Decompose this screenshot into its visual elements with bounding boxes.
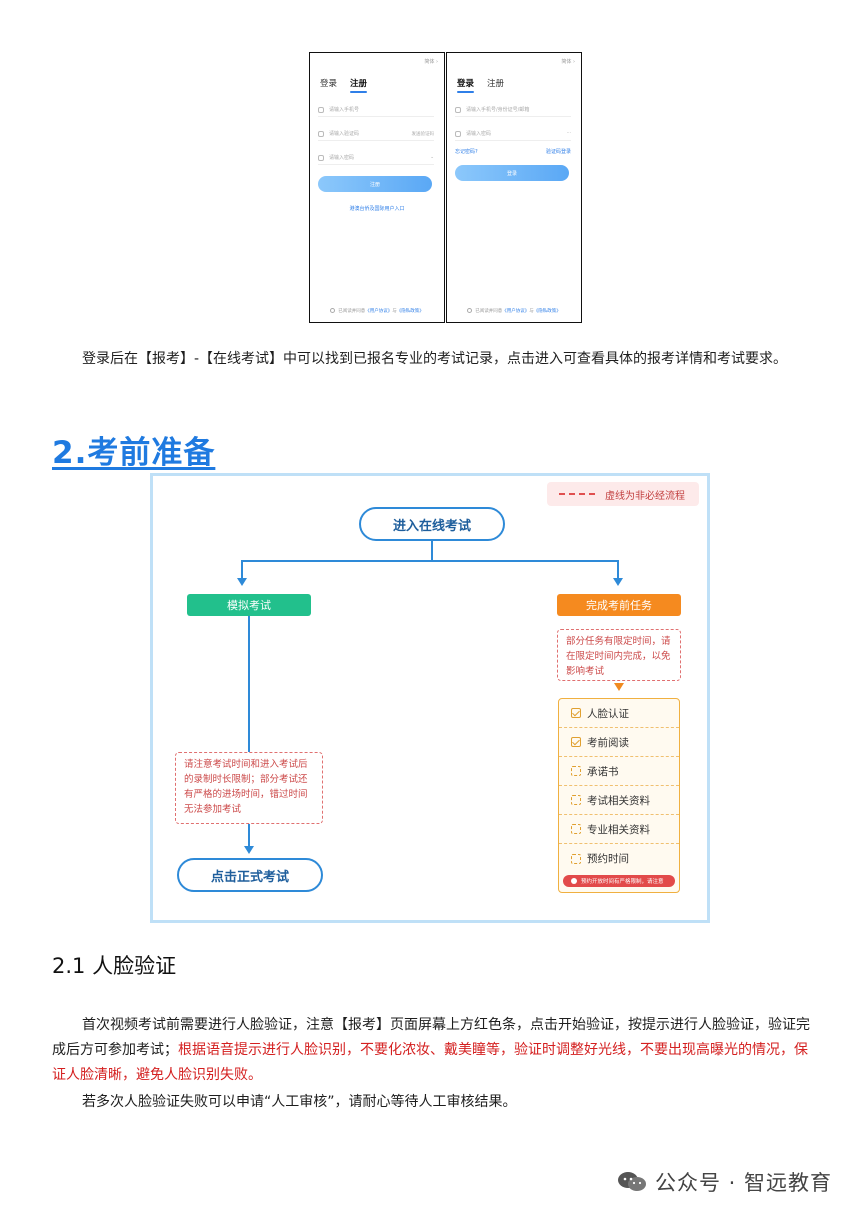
- warning-text: 预约开放时间有严格限制，请注意: [581, 879, 664, 885]
- task-label: 考前阅读: [587, 736, 629, 749]
- phone-icon: [318, 106, 324, 113]
- forgot-password-link[interactable]: 忘记密码?: [455, 149, 478, 155]
- password-placeholder: 请输入密码: [466, 131, 492, 137]
- checkbox-checked-icon: [571, 737, 581, 747]
- tab-register[interactable]: 注册: [350, 79, 368, 93]
- account-placeholder: 请输入手机号/身份证号/邮箱: [466, 107, 530, 113]
- alert-icon: [571, 878, 577, 884]
- checkbox-empty-icon: [571, 766, 581, 776]
- password-placeholder: 请输入密码: [329, 155, 355, 161]
- code-field[interactable]: 请输入验证码 发送验证码: [318, 127, 434, 141]
- formal-exam-node: 点击正式考试: [177, 858, 323, 892]
- retry-paragraph: 若多次人脸验证失败可以申请“人工审核”，请耐心等待人工审核结果。: [82, 1094, 517, 1110]
- task-item: 专业相关资料: [559, 815, 679, 844]
- overseas-link[interactable]: 港澳台侨及国际用户入口: [349, 206, 405, 212]
- arrow-down-icon: [237, 578, 247, 586]
- lock-icon: [455, 130, 461, 137]
- pretask-list: 人脸认证 考前阅读 承诺书 考试相关资料 专业相关资料 预约时间 预约开放时间有…: [558, 698, 680, 893]
- connector: [431, 541, 433, 560]
- privacy-link[interactable]: 《隐私政策》: [396, 309, 424, 314]
- connector: [248, 824, 250, 848]
- dashed-line-sample: [559, 493, 595, 495]
- eye-icon[interactable]: ⌄: [430, 155, 434, 160]
- language-switch[interactable]: 简体 ›: [424, 59, 438, 65]
- eye-icon[interactable]: ···: [566, 131, 571, 136]
- task-item: 承诺书: [559, 757, 679, 786]
- phone-placeholder: 请输入手机号: [329, 107, 360, 113]
- task-label: 专业相关资料: [587, 823, 650, 836]
- send-code-button[interactable]: 发送验证码: [411, 131, 435, 137]
- login-screenshot: 简体 › 登录 注册 请输入手机号/身份证号/邮箱 请输入密码 ··· 忘记密码…: [446, 52, 582, 323]
- tab-register[interactable]: 注册: [487, 79, 505, 89]
- login-button[interactable]: 登录: [455, 165, 569, 181]
- password-field[interactable]: 请输入密码 ⌄: [318, 151, 434, 165]
- task-label: 预约时间: [587, 853, 629, 865]
- lock-icon: [318, 154, 324, 161]
- user-agreement-link[interactable]: 《用户协议》: [365, 309, 393, 314]
- agreement-footer: 已阅读并同意《用户协议》与《隐私政策》: [447, 308, 581, 314]
- connector: [241, 560, 243, 578]
- arrow-down-icon: [244, 846, 254, 854]
- connector: [248, 616, 250, 752]
- tab-login[interactable]: 登录: [457, 79, 475, 93]
- pretask-note: 部分任务有限定时间，请在限定时间内完成，以免影响考试: [557, 629, 681, 681]
- agreement-footer: 已阅读并同意《用户协议》与《隐私政策》: [310, 308, 444, 314]
- agree-checkbox[interactable]: [467, 308, 473, 313]
- code-placeholder: 请输入验证码: [329, 131, 360, 137]
- task-item: 人脸认证: [559, 699, 679, 728]
- language-switch[interactable]: 简体 ›: [561, 59, 575, 65]
- legend: 虚线为非必经流程: [547, 482, 699, 506]
- connector: [617, 560, 619, 578]
- watermark-text: 公众号 · 智远教育: [654, 1171, 832, 1195]
- checkbox-empty-icon: [571, 853, 581, 864]
- checkbox-checked-icon: [571, 708, 581, 718]
- account-field[interactable]: 请输入手机号/身份证号/邮箱: [455, 103, 571, 117]
- task-item: 考试相关资料: [559, 786, 679, 815]
- mock-note: 请注意考试时间和进入考试后的录制时长限制；部分考试还有严格的进场时间，错过时间无…: [175, 752, 323, 824]
- arrow-down-icon: [613, 578, 623, 586]
- and-text: 与: [529, 309, 534, 314]
- arrow-down-icon: [614, 683, 624, 691]
- exam-prep-flowchart: 虚线为非必经流程 进入在线考试 模拟考试 完成考前任务 部分任务有限定时间，请在…: [150, 473, 710, 923]
- auth-tabs: 登录 注册: [320, 77, 368, 93]
- pretask-node: 完成考前任务: [557, 594, 681, 616]
- start-node: 进入在线考试: [359, 507, 505, 541]
- mock-exam-node: 模拟考试: [187, 594, 311, 616]
- sms-login-link[interactable]: 验证码登录: [545, 149, 571, 155]
- wechat-icon: [617, 1171, 647, 1193]
- phone-field[interactable]: 请输入手机号: [318, 103, 434, 117]
- section-title: 2.考前准备: [52, 435, 216, 471]
- user-icon: [455, 106, 461, 113]
- agree-checkbox[interactable]: [330, 308, 336, 313]
- intro-paragraph: 登录后在【报考】-【在线考试】中可以找到已报名专业的考试记录，点击进入可查看具体…: [82, 351, 788, 367]
- warning-bar: 预约开放时间有严格限制，请注意: [563, 875, 675, 887]
- checkbox-empty-icon: [571, 795, 581, 805]
- task-label: 考试相关资料: [587, 794, 650, 807]
- task-item: 预约时间: [559, 844, 679, 873]
- register-button[interactable]: 注册: [318, 176, 432, 192]
- register-screenshot: 简体 › 登录 注册 请输入手机号 请输入验证码 发送验证码 请输入密码 ⌄ 注…: [309, 52, 445, 323]
- face-text: 首次视频考试前需要进行人脸验证，注意【报考】页面屏幕上方红色条，点击开始验证，按…: [52, 1017, 810, 1058]
- agree-text: 已阅读并同意: [338, 309, 366, 314]
- face-paragraph: 首次视频考试前需要进行人脸验证，注意【报考】页面屏幕上方红色条，点击开始验证，按…: [52, 1013, 812, 1088]
- and-text: 与: [392, 309, 397, 314]
- task-item: 考前阅读: [559, 728, 679, 757]
- privacy-link[interactable]: 《隐私政策》: [533, 309, 561, 314]
- legend-text: 虚线为非必经流程: [605, 490, 685, 502]
- agree-text: 已阅读并同意: [475, 309, 503, 314]
- watermark: 公众号 · 智远教育: [617, 1167, 832, 1197]
- password-field[interactable]: 请输入密码 ···: [455, 127, 571, 141]
- shield-icon: [318, 130, 324, 137]
- subsection-title: 2.1 人脸验证: [52, 954, 177, 978]
- task-label: 人脸认证: [587, 707, 629, 720]
- tab-login[interactable]: 登录: [320, 79, 338, 89]
- face-warning-text: 根据语音提示进行人脸识别，不要化浓妆、戴美瞳等，验证时调整好光线，不要出现高曝光…: [52, 1042, 808, 1083]
- task-label: 承诺书: [587, 765, 619, 778]
- auth-tabs: 登录 注册: [457, 77, 505, 93]
- checkbox-empty-icon: [571, 824, 581, 834]
- connector: [241, 560, 619, 562]
- user-agreement-link[interactable]: 《用户协议》: [502, 309, 530, 314]
